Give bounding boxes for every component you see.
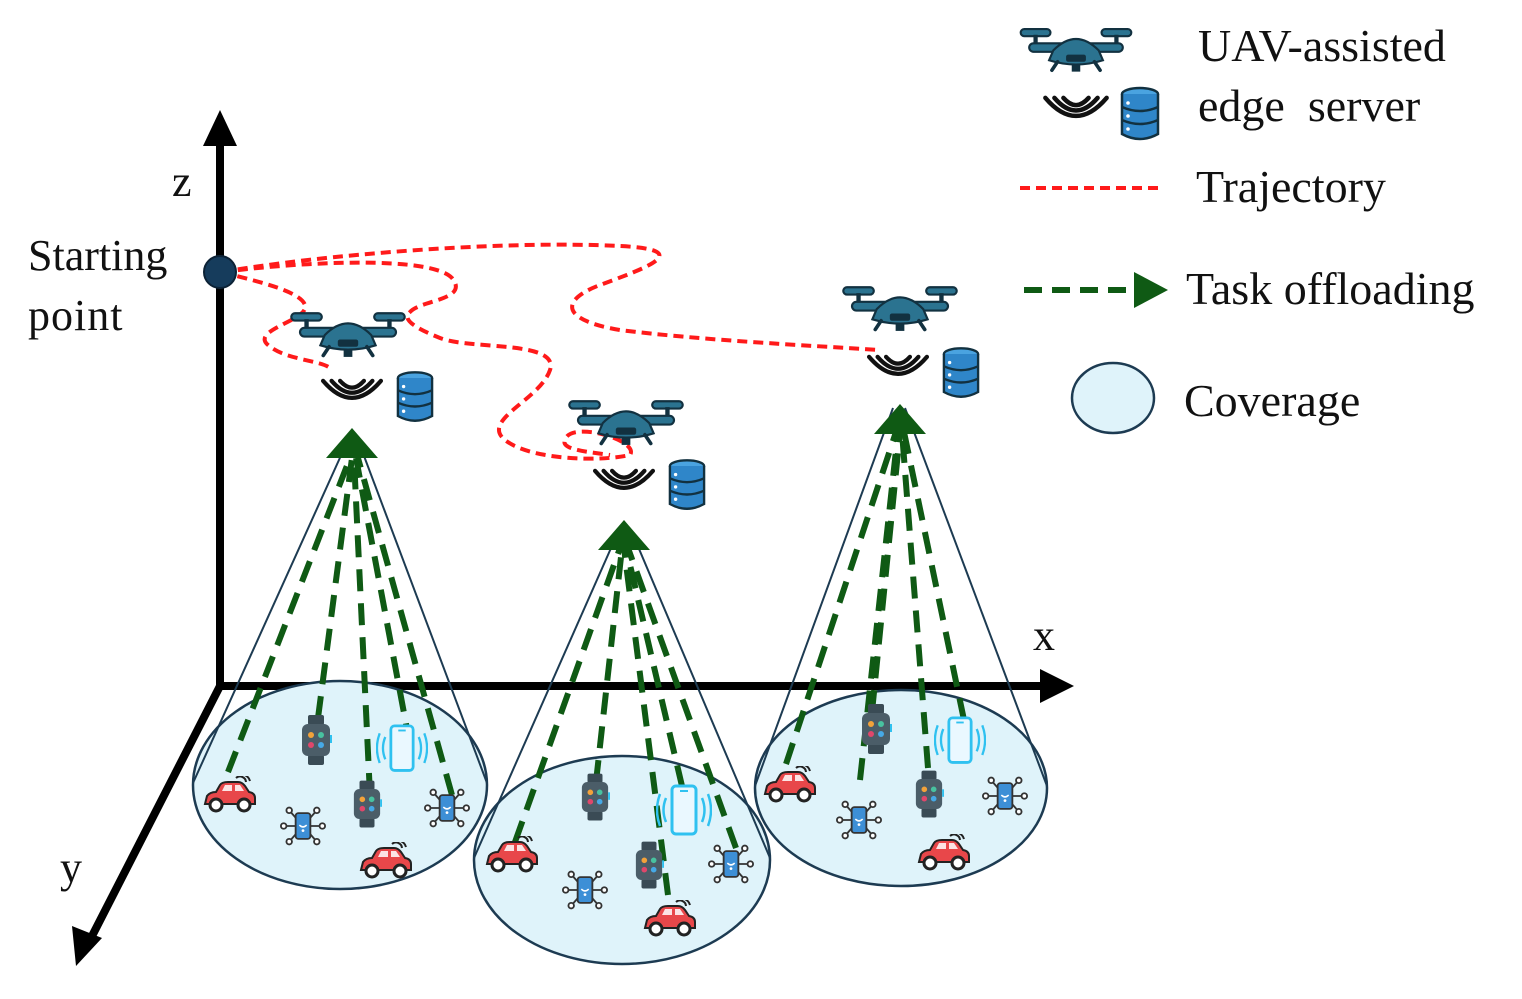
legend-uav-label-line1: UAV-assisted xyxy=(1198,20,1446,71)
iot-hub-icon xyxy=(424,788,470,828)
uav-trajectory-loop xyxy=(221,270,332,370)
offload-lines-2 xyxy=(512,546,739,896)
iot-hub-icon xyxy=(280,806,326,846)
y-axis-label: y xyxy=(60,843,82,892)
offload-lines-3 xyxy=(783,431,967,781)
iot-hub-icon xyxy=(562,870,608,910)
legend-offload-arrowhead xyxy=(1134,272,1168,308)
x-axis-arrowhead xyxy=(1040,669,1074,703)
iot-hub-icon xyxy=(982,776,1028,816)
offload-arrowhead-2 xyxy=(598,520,650,550)
z-axis-label: z xyxy=(172,157,192,206)
server-icon xyxy=(942,347,980,398)
legend-wireless-icon xyxy=(1045,98,1106,116)
uav-trajectory-segment xyxy=(221,242,881,352)
drone-icon xyxy=(843,287,956,331)
legend-uav-label-line2: edge server xyxy=(1198,80,1421,131)
legend-drone-icon xyxy=(1021,29,1132,72)
uav-1 xyxy=(291,313,434,422)
offload-lines-1 xyxy=(225,456,455,796)
y-axis-arrowhead xyxy=(72,926,102,966)
uav-3 xyxy=(843,287,980,398)
coverage-area-3 xyxy=(753,407,1049,888)
starting-point-label: Starting point xyxy=(28,226,167,346)
drone-icon xyxy=(569,401,682,445)
z-axis-arrowhead xyxy=(203,110,237,146)
legend-coverage-label: Coverage xyxy=(1184,375,1361,426)
legend xyxy=(1020,29,1168,435)
legend-server-icon xyxy=(1120,86,1160,141)
legend-offload-label: Task offloading xyxy=(1186,263,1475,314)
starting-point-label-line2: point xyxy=(28,291,124,340)
coverage-area-2 xyxy=(472,529,772,966)
starting-point-label-line1: Starting xyxy=(28,231,168,280)
wireless-icon xyxy=(869,357,927,374)
legend-trajectory-label: Trajectory xyxy=(1196,161,1386,212)
server-icon xyxy=(396,371,434,422)
offload-arrowhead-1 xyxy=(326,428,378,458)
uav-trajectory xyxy=(221,260,633,461)
x-axis-label: x xyxy=(1033,611,1055,660)
wireless-icon xyxy=(595,471,653,488)
legend-coverage-swatch xyxy=(1070,361,1156,435)
starting-point-marker xyxy=(203,255,237,289)
wireless-icon xyxy=(323,381,381,398)
offload-arrowhead-3 xyxy=(874,404,926,434)
legend-uav-label: UAV-assisted edge server xyxy=(1198,16,1446,136)
y-axis xyxy=(86,684,224,942)
uav-2 xyxy=(569,401,706,510)
iot-hub-icon xyxy=(836,800,882,840)
iot-hub-icon xyxy=(708,844,754,884)
drone-icon xyxy=(291,313,404,357)
server-icon xyxy=(668,459,706,510)
